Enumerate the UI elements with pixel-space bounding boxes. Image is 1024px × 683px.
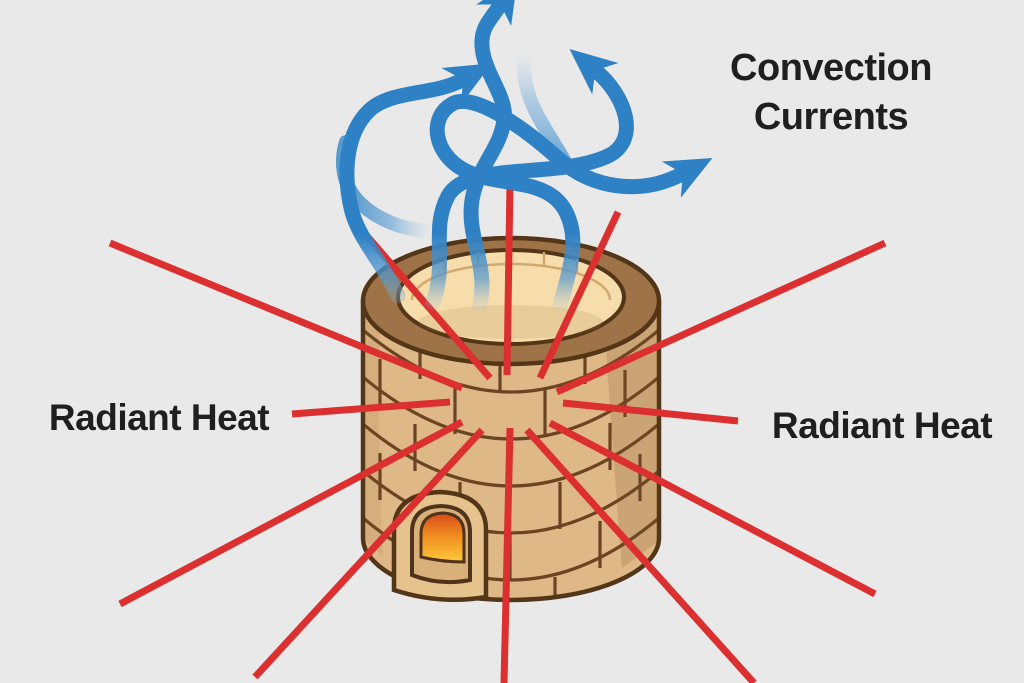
radiant-ray: [252, 427, 485, 680]
radiant-ray: [291, 398, 451, 418]
convection-arrow-right: [429, 93, 713, 314]
radiant-ray: [118, 418, 464, 608]
radiant-heat-label-left: Radiant Heat: [48, 397, 270, 438]
cylinder-shading: [363, 302, 659, 568]
convection-arrow-left: [339, 63, 493, 304]
radiant-ray: [536, 210, 622, 380]
convection-label-line1: Convection: [730, 47, 932, 89]
convection-label-line2: Currents: [753, 96, 909, 138]
radiant-ray: [503, 182, 514, 376]
radiant-ray: [500, 427, 514, 683]
radiant-heat-rays: [108, 182, 887, 683]
radiant-ray: [548, 419, 877, 598]
convection-currents-label: Convection Currents: [730, 44, 932, 142]
convection-arrow-middle: [425, 49, 634, 311]
fire-opening: [419, 511, 466, 564]
radiant-ray: [562, 399, 739, 425]
radiant-ray: [108, 239, 464, 392]
hearth-arch: [391, 489, 489, 602]
radiant-ray: [555, 239, 887, 396]
radiant-heat-label-right: Radiant Heat: [771, 405, 993, 446]
convection-currents: [335, 0, 713, 316]
radiant-ray: [524, 427, 757, 683]
